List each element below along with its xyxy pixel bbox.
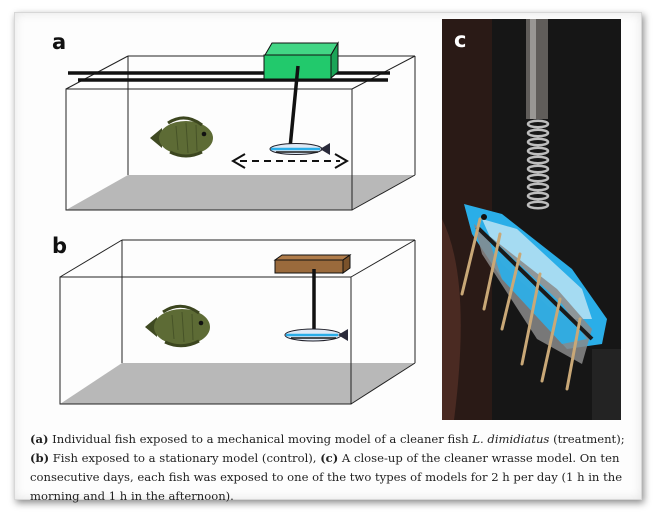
movement-arrow bbox=[231, 153, 349, 169]
stationary-support-box bbox=[273, 254, 352, 274]
caption-c-mark: (c) bbox=[320, 451, 339, 465]
cleaner-model-photo bbox=[442, 19, 621, 420]
caption-b-text: Fish exposed to a stationary model (cont… bbox=[49, 451, 321, 465]
tank-a-floor bbox=[66, 175, 415, 210]
panel-label-b: b bbox=[52, 234, 68, 258]
panel-label-c: c bbox=[454, 28, 467, 52]
tank-b-frame bbox=[59, 239, 416, 405]
panel-b-diagram bbox=[59, 239, 416, 405]
caption-a-text: Individual fish exposed to a mechanical … bbox=[48, 432, 473, 446]
caption-b-mark: (b) bbox=[30, 451, 50, 465]
damselfish-a bbox=[150, 116, 213, 158]
panel-a-diagram bbox=[65, 41, 416, 211]
caption-a-mark: (a) bbox=[30, 432, 49, 446]
caption-species: L. dimidiatus bbox=[472, 432, 550, 446]
panel-c-photo: c bbox=[442, 19, 621, 420]
caption-c-text: A close-up of the cleaner wrasse model. … bbox=[30, 451, 623, 503]
panel-label-a: a bbox=[52, 30, 67, 54]
figure-caption: (a) Individual fish exposed to a mechani… bbox=[30, 430, 628, 506]
caption-a-tail: (treatment); bbox=[549, 432, 625, 446]
cleaner-wrasse-model-b bbox=[284, 328, 348, 342]
model-rod-a bbox=[288, 65, 300, 149]
damselfish-b bbox=[145, 304, 210, 348]
cleaner-wrasse-model-a bbox=[269, 143, 330, 155]
tank-b-floor bbox=[60, 363, 415, 404]
